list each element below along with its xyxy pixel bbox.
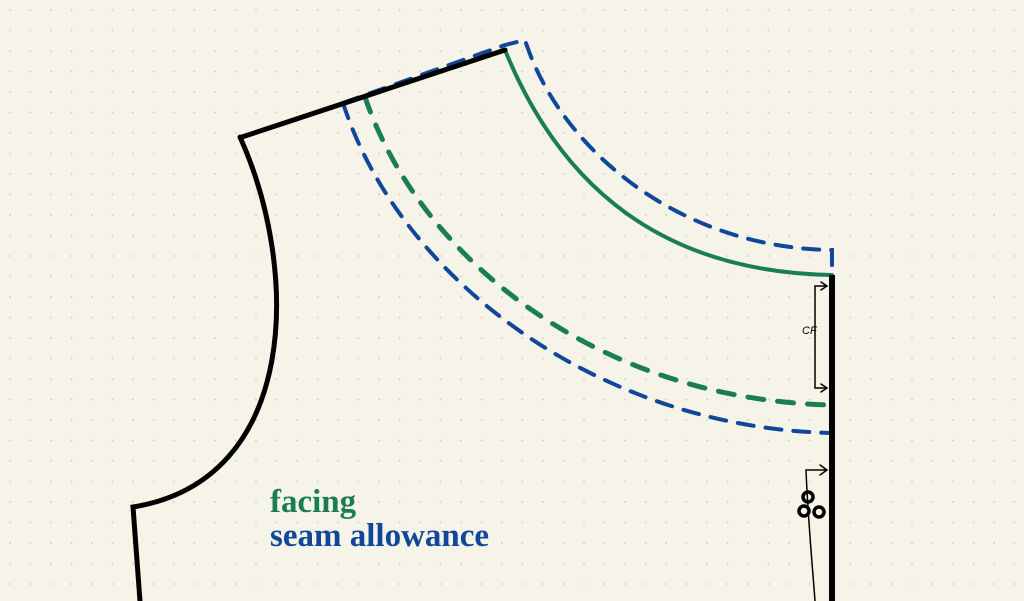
facing-edge (362, 94, 835, 408)
cf-bracket (814, 281, 829, 393)
grainline-arrow (805, 464, 829, 601)
legend-facing: facing (270, 484, 357, 520)
seam-allowance-outer-neckline (341, 37, 834, 272)
button-marks-icon (797, 490, 826, 519)
neckline (503, 48, 834, 277)
pattern-outline (130, 47, 508, 601)
cf-label: CF (802, 325, 818, 337)
legend-seam-allowance: seam allowance (270, 518, 490, 554)
seam-allowance-facing-edge (341, 101, 834, 435)
